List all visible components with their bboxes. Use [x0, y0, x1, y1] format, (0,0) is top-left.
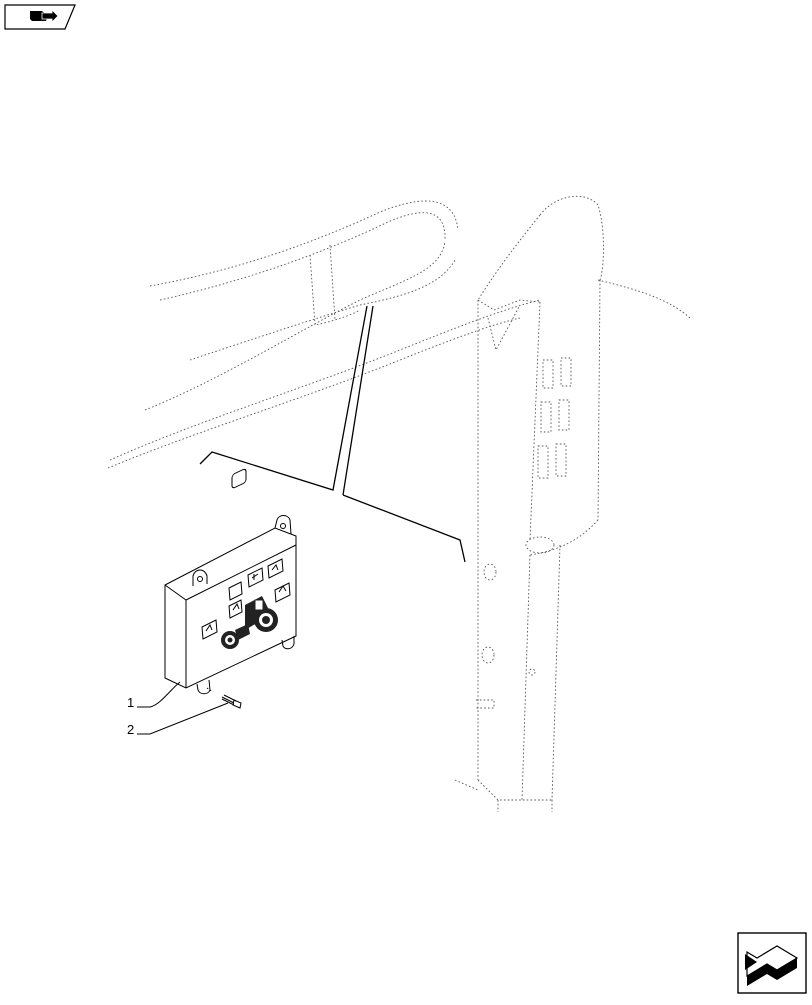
next-page-button[interactable] [737, 932, 807, 994]
control-panel-module [164, 468, 297, 695]
previous-page-arrow-icon [4, 4, 76, 30]
callout-number-2: 2 [127, 722, 134, 737]
callout-1: 1 [127, 681, 181, 710]
previous-page-button[interactable] [4, 4, 76, 30]
cab-roof-phantom [107, 200, 541, 469]
callout-number-1: 1 [127, 695, 134, 710]
tractor-graphic [221, 596, 278, 649]
screw [206, 687, 242, 709]
location-leader-lines [199, 305, 466, 563]
panel-buttons [201, 468, 291, 640]
next-page-arrow-icon [737, 932, 807, 994]
cab-pillar-phantom [454, 195, 691, 812]
callout-2: 2 [127, 702, 229, 737]
